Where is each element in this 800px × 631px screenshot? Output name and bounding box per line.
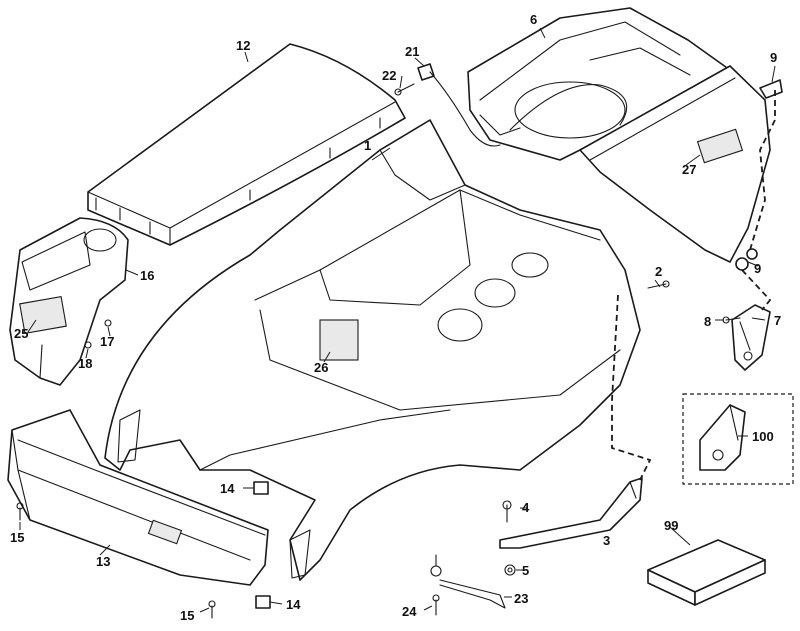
callout-99: 99 — [664, 518, 678, 533]
callout-9-upper: 9 — [770, 50, 777, 65]
part-7-bracket — [731, 304, 771, 371]
callout-21: 21 — [405, 44, 419, 59]
part-13-front-bumper — [7, 409, 269, 586]
callout-14-upper: 14 — [220, 481, 235, 496]
part-1-main-body — [104, 119, 641, 581]
hardware-fasteners — [16, 63, 783, 619]
part-99-kit-box — [647, 539, 766, 606]
part-27-side-panel — [579, 65, 771, 263]
callout-8: 8 — [704, 314, 711, 329]
part-16-battery-box — [9, 217, 129, 386]
callout-23: 23 — [514, 591, 528, 606]
callout-6: 6 — [530, 12, 537, 27]
part-6-rear-fender — [467, 7, 731, 161]
callout-labels: 1 2 3 4 5 6 7 8 9 9 12 13 14 14 15 15 16… — [10, 12, 781, 623]
callout-18: 18 — [78, 356, 92, 371]
callout-9-lower: 9 — [754, 261, 761, 276]
callout-13: 13 — [96, 554, 110, 569]
callout-27: 27 — [682, 162, 696, 177]
callout-3: 3 — [603, 533, 610, 548]
callout-4: 4 — [522, 500, 530, 515]
assembly-lines — [611, 90, 776, 481]
part-100-bracket-assembly — [682, 393, 794, 485]
part-12-cover-panel — [87, 43, 406, 246]
callout-15-left: 15 — [10, 530, 24, 545]
callout-5: 5 — [522, 563, 529, 578]
callout-17: 17 — [100, 334, 114, 349]
callout-12: 12 — [236, 38, 250, 53]
callout-26: 26 — [314, 360, 328, 375]
callout-24: 24 — [402, 604, 417, 619]
callout-100: 100 — [752, 429, 774, 444]
callout-14-lower: 14 — [286, 597, 301, 612]
leader-lines — [19, 27, 776, 613]
callout-1: 1 — [364, 138, 371, 153]
callout-16: 16 — [140, 268, 154, 283]
callout-15-bottom: 15 — [180, 608, 194, 623]
callout-25: 25 — [14, 326, 28, 341]
callout-7: 7 — [774, 313, 781, 328]
callout-22: 22 — [382, 68, 396, 83]
callout-2: 2 — [655, 264, 662, 279]
part-3-bracket — [499, 477, 643, 549]
